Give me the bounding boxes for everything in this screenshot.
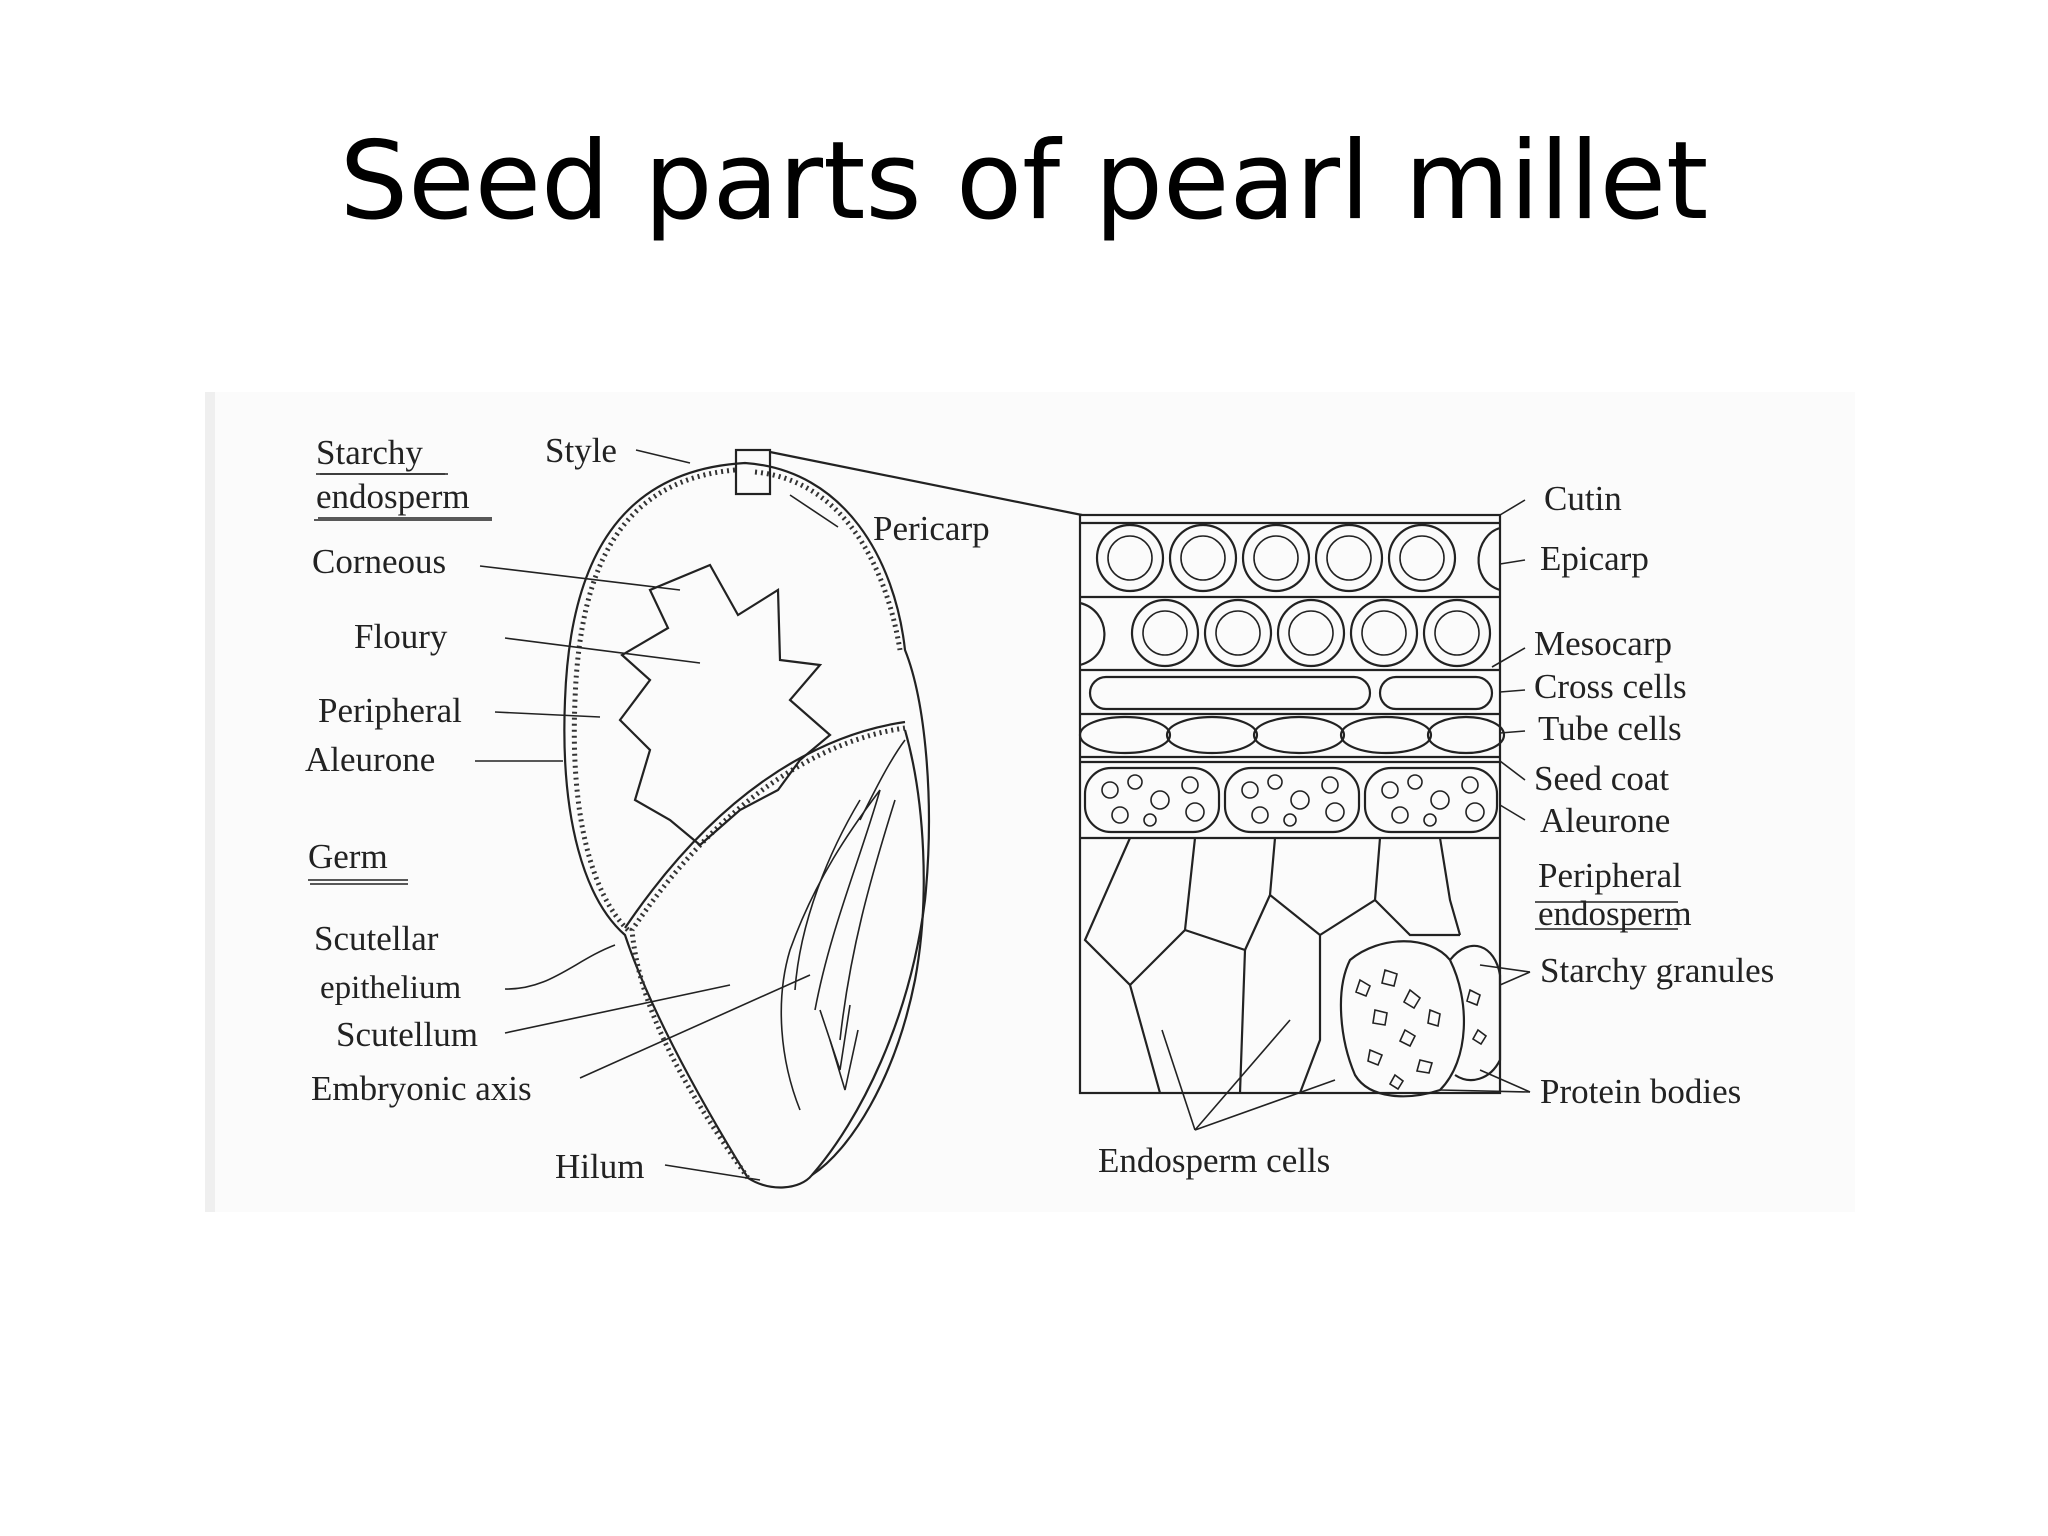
- seed-outline: [563, 461, 931, 1189]
- label-endosperm-cells: Endosperm cells: [1098, 1141, 1330, 1180]
- label-epithelium: epithelium: [320, 970, 461, 1006]
- starchy-granules: [1339, 940, 1502, 1098]
- label-peripheral-endosperm-2: endosperm: [1538, 894, 1692, 933]
- label-cross-cells: Cross cells: [1534, 667, 1687, 706]
- aleurone-cells: [1083, 766, 1499, 834]
- label-cutin: Cutin: [1544, 479, 1622, 518]
- label-scutellar: Scutellar: [314, 919, 439, 958]
- tube-cells: [1078, 715, 1506, 755]
- label-mesocarp: Mesocarp: [1534, 624, 1672, 663]
- label-style: Style: [545, 431, 617, 470]
- label-seed-coat: Seed coat: [1534, 759, 1669, 798]
- floury-region: [618, 563, 832, 847]
- inset-box: [734, 448, 772, 496]
- label-endosperm: endosperm: [316, 477, 470, 516]
- label-aleurone-right: Aleurone: [1540, 801, 1670, 840]
- label-peripheral: Peripheral: [318, 691, 462, 730]
- seed-longitudinal-section: [563, 448, 1083, 1189]
- label-pericarp: Pericarp: [873, 509, 990, 548]
- label-tube-cells: Tube cells: [1538, 709, 1682, 748]
- label-aleurone-left: Aleurone: [305, 740, 435, 779]
- figure-background: [205, 392, 1855, 1212]
- label-epicarp: Epicarp: [1540, 539, 1649, 578]
- label-protein-bodies: Protein bodies: [1540, 1072, 1741, 1111]
- label-starchy: Starchy: [316, 433, 423, 472]
- label-scutellum: Scutellum: [336, 1015, 478, 1054]
- label-floury: Floury: [354, 617, 448, 656]
- mesocarp-cells: [1079, 598, 1492, 668]
- label-corneous: Corneous: [312, 542, 446, 581]
- endosperm-cells: [1083, 837, 1462, 1094]
- label-embryonic-axis: Embryonic axis: [311, 1069, 532, 1108]
- label-germ: Germ: [308, 837, 388, 876]
- label-hilum: Hilum: [555, 1147, 644, 1186]
- pericarp-enlargement: [1078, 513, 1506, 1098]
- label-starchy-granules: Starchy granules: [1540, 951, 1774, 990]
- epicarp-cells: [1095, 523, 1501, 593]
- embryonic-axis: [780, 789, 881, 1111]
- label-peripheral-endosperm-1: Peripheral: [1538, 856, 1682, 895]
- slide-title: Seed parts of pearl millet: [339, 119, 1709, 244]
- cross-cell: [1088, 675, 1372, 711]
- pericarp-layer: [571, 467, 736, 932]
- scutellar-epithelium-line: [629, 725, 906, 1180]
- germ-outline: [811, 729, 925, 1176]
